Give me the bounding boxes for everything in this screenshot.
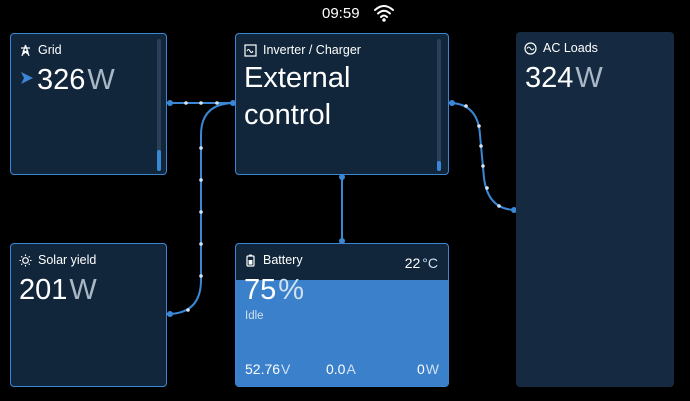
status-bar: 09:59 — [0, 0, 690, 28]
battery-soc-fill — [236, 280, 448, 386]
inverter-state-line2: control — [244, 99, 332, 131]
solar-tile[interactable]: Solar yield 201W — [10, 243, 167, 387]
grid-tile[interactable]: Grid 326W — [10, 33, 167, 175]
battery-soc: 75% — [244, 274, 305, 306]
solar-title: Solar yield — [38, 253, 97, 267]
import-arrow-icon — [21, 72, 33, 84]
wifi-icon — [374, 5, 394, 22]
solar-power: 201W — [19, 274, 97, 306]
inverter-tile[interactable]: Inverter / Charger External control — [235, 33, 449, 175]
ac-loads-title: AC Loads — [543, 41, 598, 55]
battery-temperature: 22°C — [404, 255, 438, 271]
sun-icon — [19, 254, 32, 266]
battery-voltage: 52.76V — [245, 361, 291, 377]
inverter-scrollbar[interactable] — [437, 39, 441, 171]
battery-title: Battery — [263, 253, 303, 267]
solar-header: Solar yield — [19, 253, 96, 267]
ac-sine-icon — [524, 41, 537, 55]
battery-power: 0W — [416, 361, 439, 377]
grid-scroll-thumb[interactable] — [157, 150, 161, 171]
clock: 09:59 — [322, 5, 360, 22]
ac-loads-power: 324W — [525, 62, 603, 94]
battery-tile[interactable]: Battery 22°C 75% Idle 52.76V 0.0A 0W — [235, 243, 449, 387]
inverter-title: Inverter / Charger — [263, 43, 361, 57]
battery-current: 0.0A — [326, 361, 356, 377]
ac-loads-tile[interactable]: AC Loads 324W — [516, 32, 674, 387]
inverter-state-line1: External — [244, 62, 351, 94]
battery-header: Battery — [244, 253, 303, 267]
inverter-icon — [244, 43, 257, 57]
grid-power: 326W — [37, 64, 115, 96]
grid-tower-icon — [21, 44, 30, 56]
battery-icon — [246, 254, 255, 267]
grid-scrollbar[interactable] — [157, 39, 161, 171]
ac-loads-header: AC Loads — [524, 41, 598, 55]
inverter-header: Inverter / Charger — [244, 43, 361, 57]
inverter-scroll-thumb[interactable] — [437, 161, 441, 171]
grid-title: Grid — [38, 43, 62, 57]
grid-header: Grid — [19, 43, 62, 57]
battery-state: Idle — [245, 310, 264, 322]
